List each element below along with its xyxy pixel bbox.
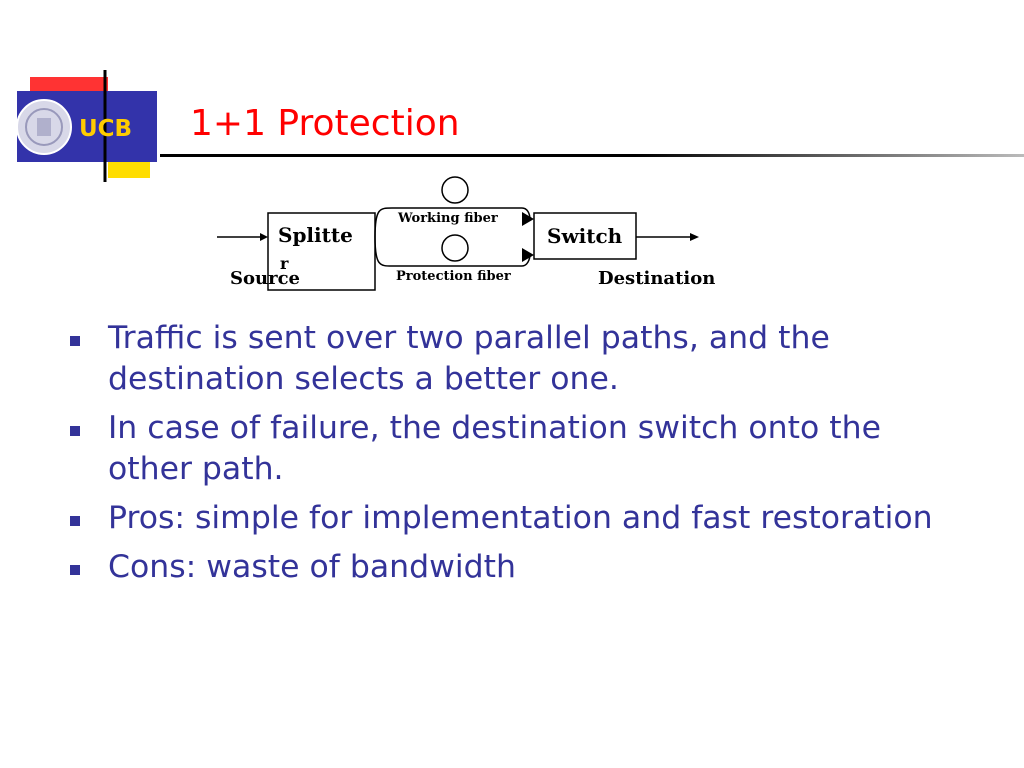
destination-arrowhead-icon bbox=[690, 233, 699, 241]
bullet-list: Traffic is sent over two parallel paths,… bbox=[70, 318, 970, 596]
ucb-logo-block: UCB bbox=[16, 70, 157, 182]
protection-fiber-arrowhead-icon bbox=[522, 248, 534, 262]
bullet-text: In case of failure, the destination swit… bbox=[108, 410, 881, 487]
switch-box bbox=[533, 212, 637, 260]
ucb-seal-inner-ring bbox=[25, 108, 63, 146]
ucb-seal-center-mark bbox=[37, 118, 51, 136]
list-item: Cons: waste of bandwidth bbox=[70, 547, 970, 588]
slide-title: 1+1 Protection bbox=[190, 103, 460, 144]
bullet-square-icon bbox=[70, 336, 80, 346]
working-fiber-path bbox=[374, 207, 531, 238]
splitter-label-line1: Splitte bbox=[278, 223, 353, 247]
protection-fiber-coil-icon bbox=[441, 234, 469, 262]
source-label: Source bbox=[230, 268, 300, 289]
bullet-square-icon bbox=[70, 565, 80, 575]
working-fiber-label: Working fiber bbox=[397, 211, 498, 226]
protection-fiber-label: Protection fiber bbox=[396, 269, 511, 284]
working-fiber-coil-icon bbox=[441, 176, 469, 204]
bullet-square-icon bbox=[70, 426, 80, 436]
source-arrowhead-icon bbox=[260, 233, 268, 241]
logo-accent-red bbox=[30, 77, 108, 92]
destination-label: Destination bbox=[598, 268, 715, 289]
working-fiber-arrowhead-icon bbox=[522, 212, 534, 226]
logo-text: UCB bbox=[79, 116, 132, 142]
title-underline bbox=[160, 154, 1024, 157]
bullet-text: Cons: waste of bandwidth bbox=[108, 549, 516, 585]
bullet-square-icon bbox=[70, 516, 80, 526]
bullet-text: Traffic is sent over two parallel paths,… bbox=[108, 320, 830, 397]
list-item: In case of failure, the destination swit… bbox=[70, 408, 970, 490]
splitter-label-line2: r bbox=[280, 254, 289, 273]
switch-label: Switch bbox=[547, 224, 623, 248]
bullet-text: Pros: simple for implementation and fast… bbox=[108, 500, 933, 536]
logo-accent-yellow bbox=[108, 160, 150, 178]
protection-diagram: Splitte r Working fiber Protection fiber… bbox=[217, 176, 715, 291]
protection-fiber-path bbox=[374, 236, 531, 267]
list-item: Pros: simple for implementation and fast… bbox=[70, 498, 970, 539]
list-item: Traffic is sent over two parallel paths,… bbox=[70, 318, 970, 400]
